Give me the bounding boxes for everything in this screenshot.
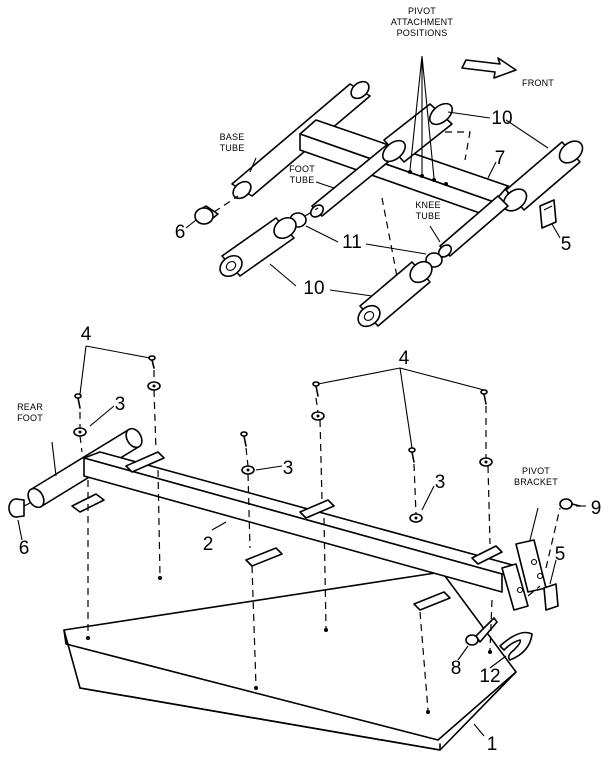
svg-text:KNEE: KNEE (415, 200, 440, 210)
callout-4-right: 4 (399, 348, 410, 369)
callout-11: 11 (342, 232, 362, 253)
screw-rear-left (74, 393, 82, 409)
lower-leaders (17, 345, 586, 737)
lower-right-pad (357, 260, 433, 328)
label-base-tube: BASE TUBE (220, 132, 245, 153)
assembly-lines (79, 370, 561, 711)
callout-8: 8 (451, 658, 462, 679)
frame-feet (71, 451, 503, 611)
handle (499, 631, 533, 661)
base-board (63, 571, 517, 751)
svg-text:BASE: BASE (220, 132, 245, 142)
callout-10-top: 10 (491, 108, 512, 129)
svg-text:BRACKET: BRACKET (514, 477, 558, 487)
label-front: FRONT (522, 78, 554, 88)
end-cap-upper (194, 195, 239, 225)
callout-3-left: 3 (115, 394, 126, 415)
callout-12: 12 (479, 666, 500, 687)
callout-9: 9 (591, 498, 602, 519)
callout-6-upper: 6 (175, 222, 186, 243)
upper-leaders (185, 55, 561, 297)
callout-5-lower: 5 (555, 544, 566, 565)
svg-text:ATTACHMENT: ATTACHMENT (391, 17, 453, 27)
end-cap-lower (8, 498, 33, 518)
label-pivot-bracket: PIVOT BRACKET (514, 466, 558, 487)
screw-front-right (480, 389, 488, 405)
clip-lower (543, 583, 559, 611)
callout-6-lower: 6 (19, 538, 30, 559)
label-knee-tube: KNEE TUBE (415, 200, 440, 221)
label-pivot-attachment-positions: PIVOT ATTACHMENT POSITIONS (391, 6, 453, 38)
svg-text:POSITIONS: POSITIONS (397, 28, 448, 38)
callout-3-mid: 3 (283, 458, 294, 479)
screw-front-left (408, 447, 416, 463)
nut (559, 498, 581, 510)
clip-upper (539, 199, 557, 229)
callout-10-bottom: 10 (303, 278, 324, 299)
svg-text:PIVOT: PIVOT (522, 466, 550, 476)
svg-text:PIVOT: PIVOT (408, 6, 436, 16)
hidden-outline (381, 131, 471, 283)
callout-1: 1 (487, 734, 498, 755)
svg-text:REAR: REAR (17, 402, 43, 412)
washers (73, 381, 493, 523)
right-pad (502, 140, 584, 212)
label-foot-tube: FOOT TUBE (289, 164, 315, 185)
svg-text:TUBE: TUBE (290, 175, 315, 185)
bolt (465, 617, 498, 646)
callout-3-right: 3 (435, 472, 446, 493)
foot-tube-pad (381, 102, 454, 163)
svg-text:TUBE: TUBE (416, 211, 441, 221)
svg-text:TUBE: TUBE (220, 143, 245, 153)
callout-4-left: 4 (81, 324, 92, 345)
pivot-bracket (501, 539, 547, 611)
front-arrow-icon (461, 57, 517, 79)
lower-left-pad (219, 216, 297, 278)
label-rear-foot: REAR FOOT (17, 402, 43, 423)
callout-5-upper: 5 (561, 234, 572, 255)
callout-2: 2 (203, 534, 214, 555)
screw-mid-left (240, 431, 248, 447)
svg-text:FOOT: FOOT (17, 413, 43, 423)
callout-7: 7 (495, 148, 506, 169)
main-frame-tube (83, 451, 517, 593)
svg-text:FOOT: FOOT (289, 164, 315, 174)
